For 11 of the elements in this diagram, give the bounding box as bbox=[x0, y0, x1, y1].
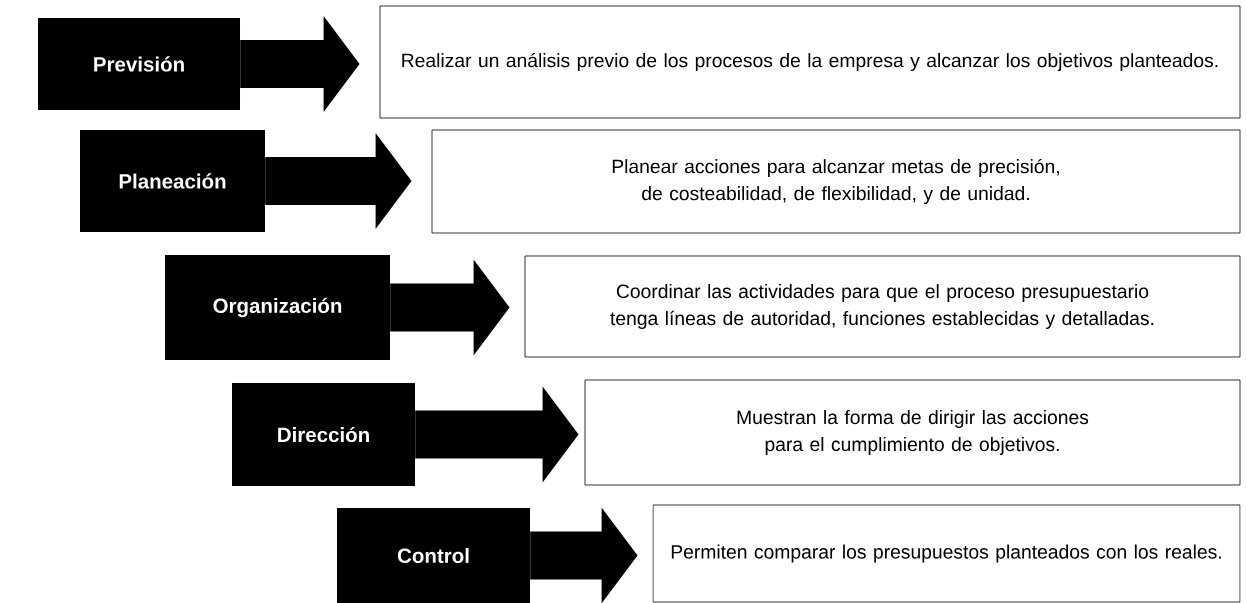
description-box: Realizar un análisis previo de los procesos de la empresa y alcanzar los objetivos planteados. bbox=[379, 5, 1241, 119]
step-box: Planeación bbox=[80, 130, 265, 232]
description-box: Coordinar las actividades para que el proceso presupuestario tenga líneas de autoridad, funciones establecidas y detalladas. bbox=[524, 255, 1241, 358]
description-box: Muestran la forma de dirigir las acciones para el cumplimiento de objetivos. bbox=[584, 379, 1241, 486]
step-box: Control bbox=[337, 508, 530, 603]
description-box: Planear acciones para alcanzar metas de precisión, de costeabilidad, de flexibilidad, y de unidad. bbox=[431, 129, 1241, 234]
description-box: Permiten comparar los presupuestos planteados con los reales. bbox=[652, 504, 1241, 603]
step-box: Previsión bbox=[38, 18, 240, 110]
step-box: Organización bbox=[165, 255, 390, 360]
step-box: Dirección bbox=[232, 383, 415, 486]
node-label: Previsión bbox=[94, 56, 184, 72]
